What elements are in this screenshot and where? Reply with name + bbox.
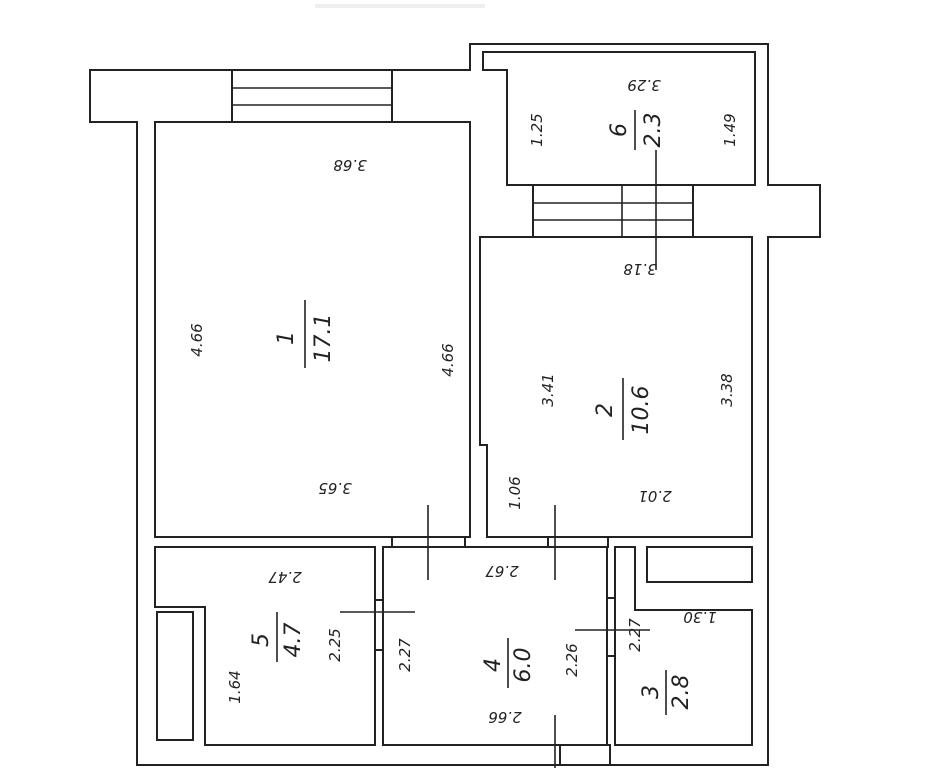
room-4-dim-bottom: 2.66 bbox=[488, 708, 521, 726]
room-5-dim-right: 2.25 bbox=[326, 628, 344, 661]
room-2-dim-door: 1.06 bbox=[506, 476, 524, 509]
room-2-number: 2 bbox=[593, 403, 618, 417]
room-1-dim-bottom: 3.65 bbox=[318, 479, 351, 497]
room-1-number: 1 bbox=[274, 331, 299, 345]
room-1-outline bbox=[154, 121, 471, 538]
room-5-number: 5 bbox=[249, 633, 274, 647]
window-room-1 bbox=[231, 69, 393, 123]
room-6-area: 2.3 bbox=[641, 113, 666, 148]
room-1-dim-left: 4.66 bbox=[188, 323, 206, 356]
door-5-4 bbox=[374, 599, 384, 651]
room-4-area: 6.0 bbox=[511, 648, 536, 683]
room-5-dim-left: 1.64 bbox=[226, 670, 244, 703]
room-3-dim-top: 1.30 bbox=[683, 608, 716, 626]
room-2-area: 10.6 bbox=[629, 386, 654, 435]
room-4-dim-right: 2.26 bbox=[563, 643, 581, 676]
room-3-dim-left: 2.27 bbox=[626, 618, 644, 652]
room-4-number: 4 bbox=[481, 658, 506, 672]
room-1-dim-top: 3.68 bbox=[333, 156, 366, 174]
room-1-dim-right: 4.66 bbox=[439, 343, 457, 376]
room-3-number: 3 bbox=[639, 685, 664, 699]
room-2-dim-right: 3.38 bbox=[718, 373, 736, 406]
room-2-dim-top: 3.18 bbox=[623, 260, 656, 278]
room-5-dim-top: 2.47 bbox=[268, 568, 302, 586]
room-6-dim-left: 1.25 bbox=[528, 113, 546, 146]
closet bbox=[156, 611, 194, 741]
room-5-outline bbox=[154, 546, 376, 746]
scan-artifact bbox=[315, 4, 485, 8]
room-2-dim-bottom: 2.01 bbox=[638, 487, 671, 505]
room-3-outline bbox=[614, 546, 753, 746]
walls bbox=[89, 43, 821, 768]
room-6-dim-top: 3.29 bbox=[627, 76, 660, 94]
door-2-4 bbox=[547, 536, 609, 548]
cabinet bbox=[646, 546, 753, 583]
room-4-dim-top: 2.67 bbox=[485, 562, 519, 580]
room-3-area: 2.8 bbox=[669, 675, 694, 710]
room-5-area: 4.7 bbox=[281, 623, 306, 658]
door-4-3 bbox=[606, 597, 616, 657]
room-2-outline bbox=[479, 236, 753, 538]
room-1-area: 17.1 bbox=[311, 314, 336, 363]
window-room-2 bbox=[532, 184, 694, 238]
room-6-dim-right: 1.49 bbox=[721, 113, 739, 146]
entrance-door bbox=[559, 744, 611, 766]
room-2-dim-left: 3.41 bbox=[539, 373, 557, 406]
room-4-dim-left: 2.27 bbox=[396, 638, 414, 672]
room-6-number: 6 bbox=[607, 123, 632, 137]
